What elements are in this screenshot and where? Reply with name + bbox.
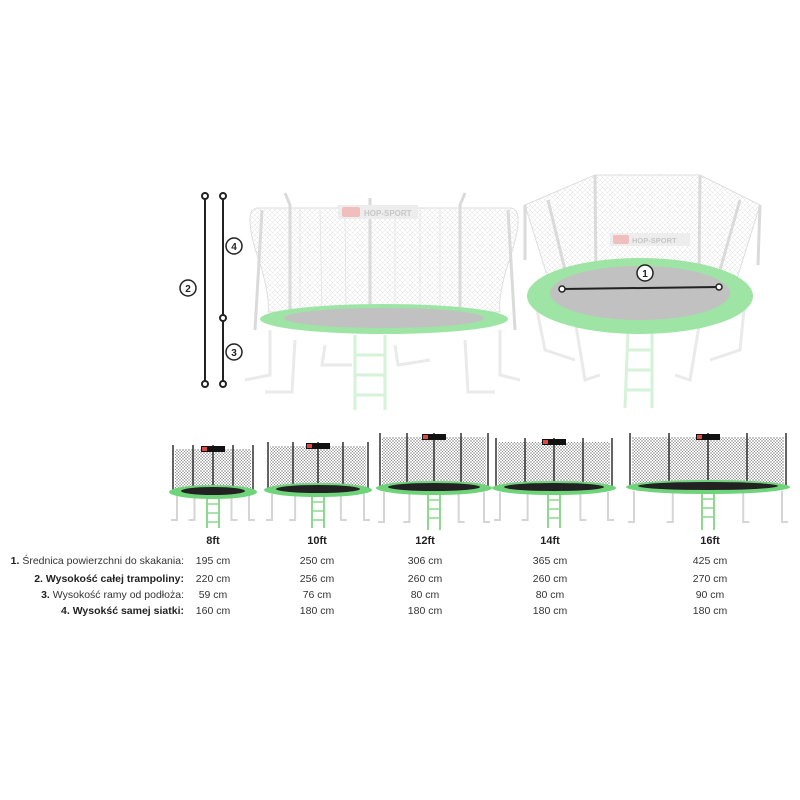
cell-diameter-10ft: 250 cm [299, 555, 335, 567]
cell-frame-height-14ft: 80 cm [535, 589, 565, 601]
leg [607, 492, 614, 521]
height-dimension-lines [201, 192, 227, 388]
leg [483, 492, 490, 523]
marker-3: 3 [225, 343, 243, 361]
leg [457, 492, 465, 523]
perspective-logo-banner [610, 233, 690, 246]
size-label-10ft: 10ft [307, 535, 327, 547]
side-view-net [249, 207, 519, 313]
cell-total-height-10ft: 256 cm [299, 573, 335, 585]
logo-mark [543, 440, 548, 444]
cell-diameter-8ft: 195 cm [195, 555, 231, 567]
size-label-16ft: 16ft [700, 535, 720, 547]
logo-banner [306, 443, 330, 449]
mat [181, 487, 245, 495]
leg [289, 494, 297, 521]
cell-total-height-8ft: 220 cm [195, 573, 231, 585]
perspective-ladder [623, 329, 654, 409]
side-view-frame [244, 330, 521, 394]
leg [403, 492, 411, 523]
side-view-logo-text: HOP-SPORT [364, 209, 412, 218]
leg [378, 492, 385, 523]
row-label-net-height: 4. Wysokść samej siatki: [61, 605, 184, 617]
marker-4: 4 [225, 237, 243, 255]
mat [638, 482, 778, 490]
leg [494, 492, 501, 521]
cell-diameter-14ft: 365 cm [532, 555, 568, 567]
logo-mark [423, 435, 428, 439]
trampoline-12ft [376, 433, 492, 530]
cell-diameter-16ft: 425 cm [692, 555, 728, 567]
logo-banner [696, 434, 720, 440]
trampoline-14ft [492, 438, 616, 528]
svg-text:1: 1 [642, 269, 648, 280]
logo-mark [307, 444, 312, 448]
mat [276, 485, 360, 493]
trampoline-8ft [169, 445, 257, 528]
size-comparison-row [169, 433, 790, 530]
cell-net-height-10ft: 180 cm [299, 605, 335, 617]
logo-banner [422, 434, 446, 440]
logo-banner [542, 439, 566, 445]
diameter-dimension-line [558, 283, 723, 293]
svg-text:3: 3 [231, 348, 237, 359]
side-view-poles [253, 192, 517, 331]
perspective-trampoline: HOP-SPORT [523, 174, 762, 409]
cell-frame-height-8ft: 59 cm [198, 589, 228, 601]
leg [339, 494, 347, 521]
leg [628, 491, 635, 523]
cell-frame-height-12ft: 80 cm [410, 589, 440, 601]
logo-banner [201, 446, 225, 452]
row-label-frame-height: 3. Wysokość ramy od podłoża: [41, 589, 184, 601]
logo-mark [202, 447, 207, 451]
leg [188, 496, 196, 521]
svg-text:2: 2 [185, 284, 191, 295]
leg [666, 491, 674, 523]
side-view-mat [284, 308, 484, 328]
cell-total-height-12ft: 260 cm [407, 573, 443, 585]
leg [579, 492, 587, 521]
leg [521, 492, 529, 521]
row-label-total-height: 2. Wysokość całej trampoliny: [34, 573, 184, 585]
leg [363, 494, 370, 521]
cell-frame-height-16ft: 90 cm [695, 589, 725, 601]
side-view-trampoline: HOP-SPORT [244, 192, 521, 410]
cell-net-height-14ft: 180 cm [532, 605, 568, 617]
perspective-frame [533, 299, 747, 382]
mat [504, 483, 604, 491]
leg [171, 496, 178, 521]
cell-diameter-12ft: 306 cm [407, 555, 443, 567]
size-label-8ft: 8ft [206, 535, 220, 547]
cell-net-height-16ft: 180 cm [692, 605, 728, 617]
cell-total-height-16ft: 270 cm [692, 573, 728, 585]
size-label-12ft: 12ft [415, 535, 435, 547]
leg [781, 491, 788, 523]
logo-mark [697, 435, 702, 439]
perspective-mat [550, 266, 730, 320]
svg-text:4: 4 [231, 242, 237, 253]
leg [248, 496, 255, 521]
row-label-diameter: 1. Średnica powierzchni do skakania: [10, 555, 184, 567]
side-view-ladder [353, 335, 387, 410]
marker-2: 2 [179, 279, 197, 297]
marker-1: 1 [636, 264, 654, 282]
svg-text:HOP-SPORT: HOP-SPORT [632, 236, 677, 245]
leg [230, 496, 238, 521]
cell-net-height-12ft: 180 cm [407, 605, 443, 617]
leg [266, 494, 273, 521]
cell-frame-height-10ft: 76 cm [302, 589, 332, 601]
size-label-14ft: 14ft [540, 535, 560, 547]
mat [388, 483, 480, 491]
trampoline-10ft [264, 442, 372, 528]
leg [742, 491, 750, 523]
cell-total-height-14ft: 260 cm [532, 573, 568, 585]
trampoline-16ft [626, 433, 790, 530]
cell-net-height-8ft: 160 cm [195, 605, 231, 617]
